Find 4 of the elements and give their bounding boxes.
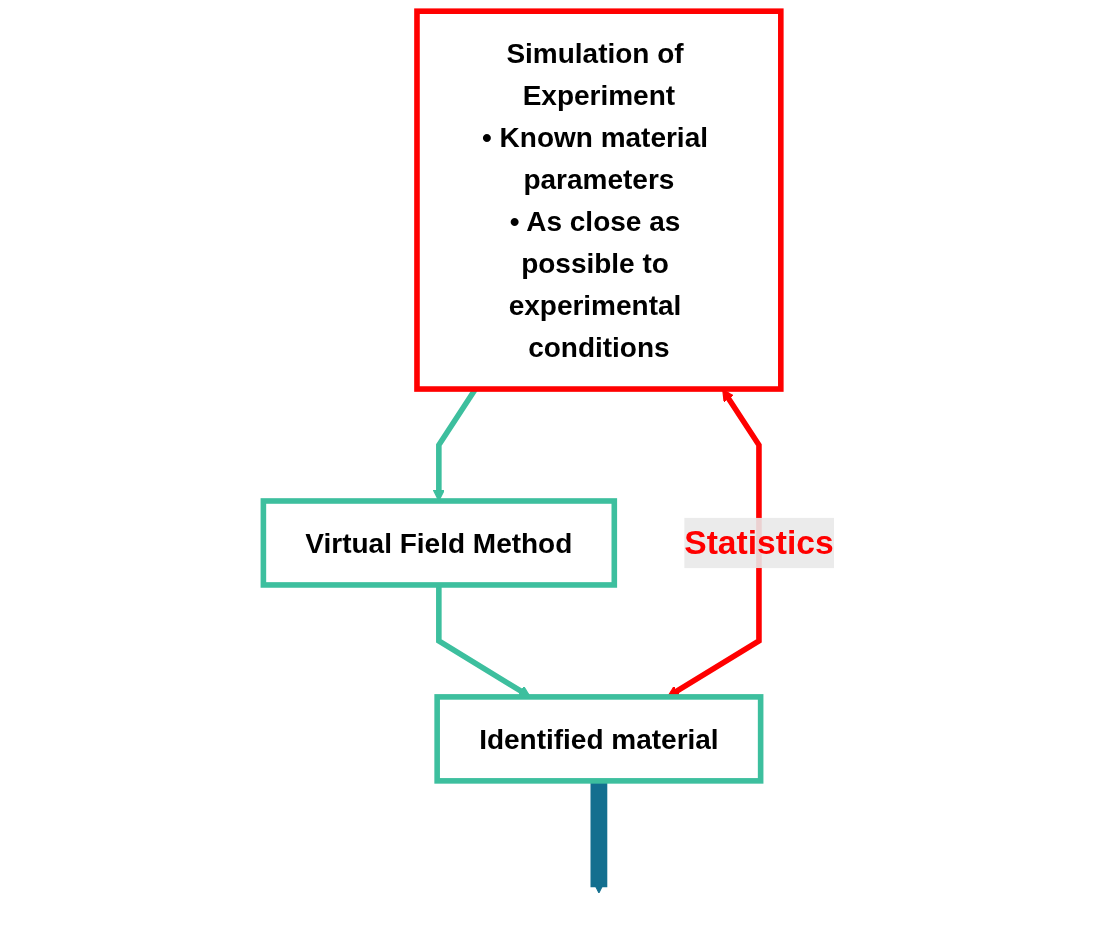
node-box: Identified material <box>434 694 764 784</box>
node-box: Virtual Field Method <box>260 498 618 588</box>
edge-label: Statistics <box>684 523 834 562</box>
node-box: Simulation of Experiment • Known material parameters • As close as possible to experimental conditions <box>414 8 784 392</box>
